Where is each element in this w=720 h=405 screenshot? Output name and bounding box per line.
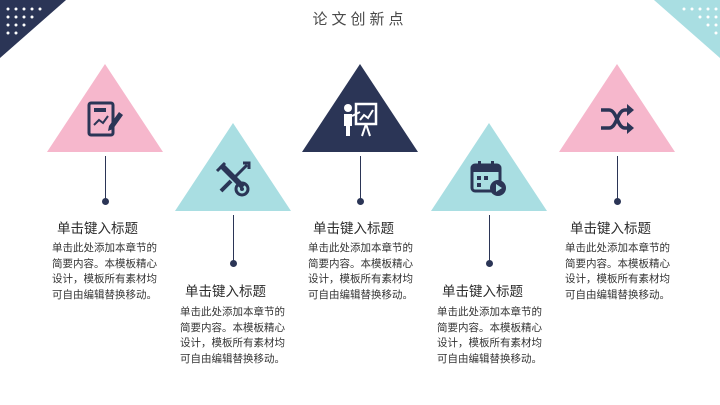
triangle-badge: [431, 123, 547, 211]
connector-line: [360, 156, 361, 200]
shuffle-icon: [601, 104, 634, 134]
presentation-icon: [344, 102, 378, 137]
triangle-badge: [175, 123, 291, 211]
connector-dot: [230, 260, 237, 267]
item-description: 单击此处添加本章节的简要内容。本模板精心设计，模板所有素材均可自由编辑替换移动。: [308, 242, 413, 301]
triangle-badge: [302, 64, 418, 152]
item-description: 单击此处添加本章节的简要内容。本模板精心设计，模板所有素材均可自由编辑替换移动。: [565, 242, 670, 301]
item-heading: 单击键入标题: [313, 221, 394, 237]
pink-triangle: [559, 64, 675, 152]
connector-dot: [614, 198, 621, 205]
item-description: 单击此处添加本章节的简要内容。本模板精心设计，模板所有素材均可自由编辑替换移动。: [437, 306, 542, 365]
connector-dot: [486, 260, 493, 267]
item-heading: 单击键入标题: [442, 284, 523, 300]
triangle-badge: [47, 64, 163, 152]
triangle-badge: [559, 64, 675, 152]
navy-triangle: [302, 64, 418, 152]
connector-line: [489, 215, 490, 262]
connector-dot: [357, 198, 364, 205]
item-description: 单击此处添加本章节的简要内容。本模板精心设计，模板所有素材均可自由编辑替换移动。: [180, 306, 285, 365]
item-description: 单击此处添加本章节的简要内容。本模板精心设计，模板所有素材均可自由编辑替换移动。: [52, 242, 157, 301]
connector-line: [233, 215, 234, 262]
connector-line: [105, 156, 106, 200]
item-heading: 单击键入标题: [185, 284, 266, 300]
teal-triangle: [175, 123, 291, 211]
item-heading: 单击键入标题: [57, 221, 138, 237]
page-title: 论文创新点: [312, 10, 408, 28]
connector-dot: [102, 198, 109, 205]
edit-document-icon: [87, 101, 123, 137]
connector-line: [617, 156, 618, 200]
item-heading: 单击键入标题: [570, 221, 651, 237]
tools-icon: [215, 161, 251, 197]
calendar-icon: [470, 161, 506, 196]
